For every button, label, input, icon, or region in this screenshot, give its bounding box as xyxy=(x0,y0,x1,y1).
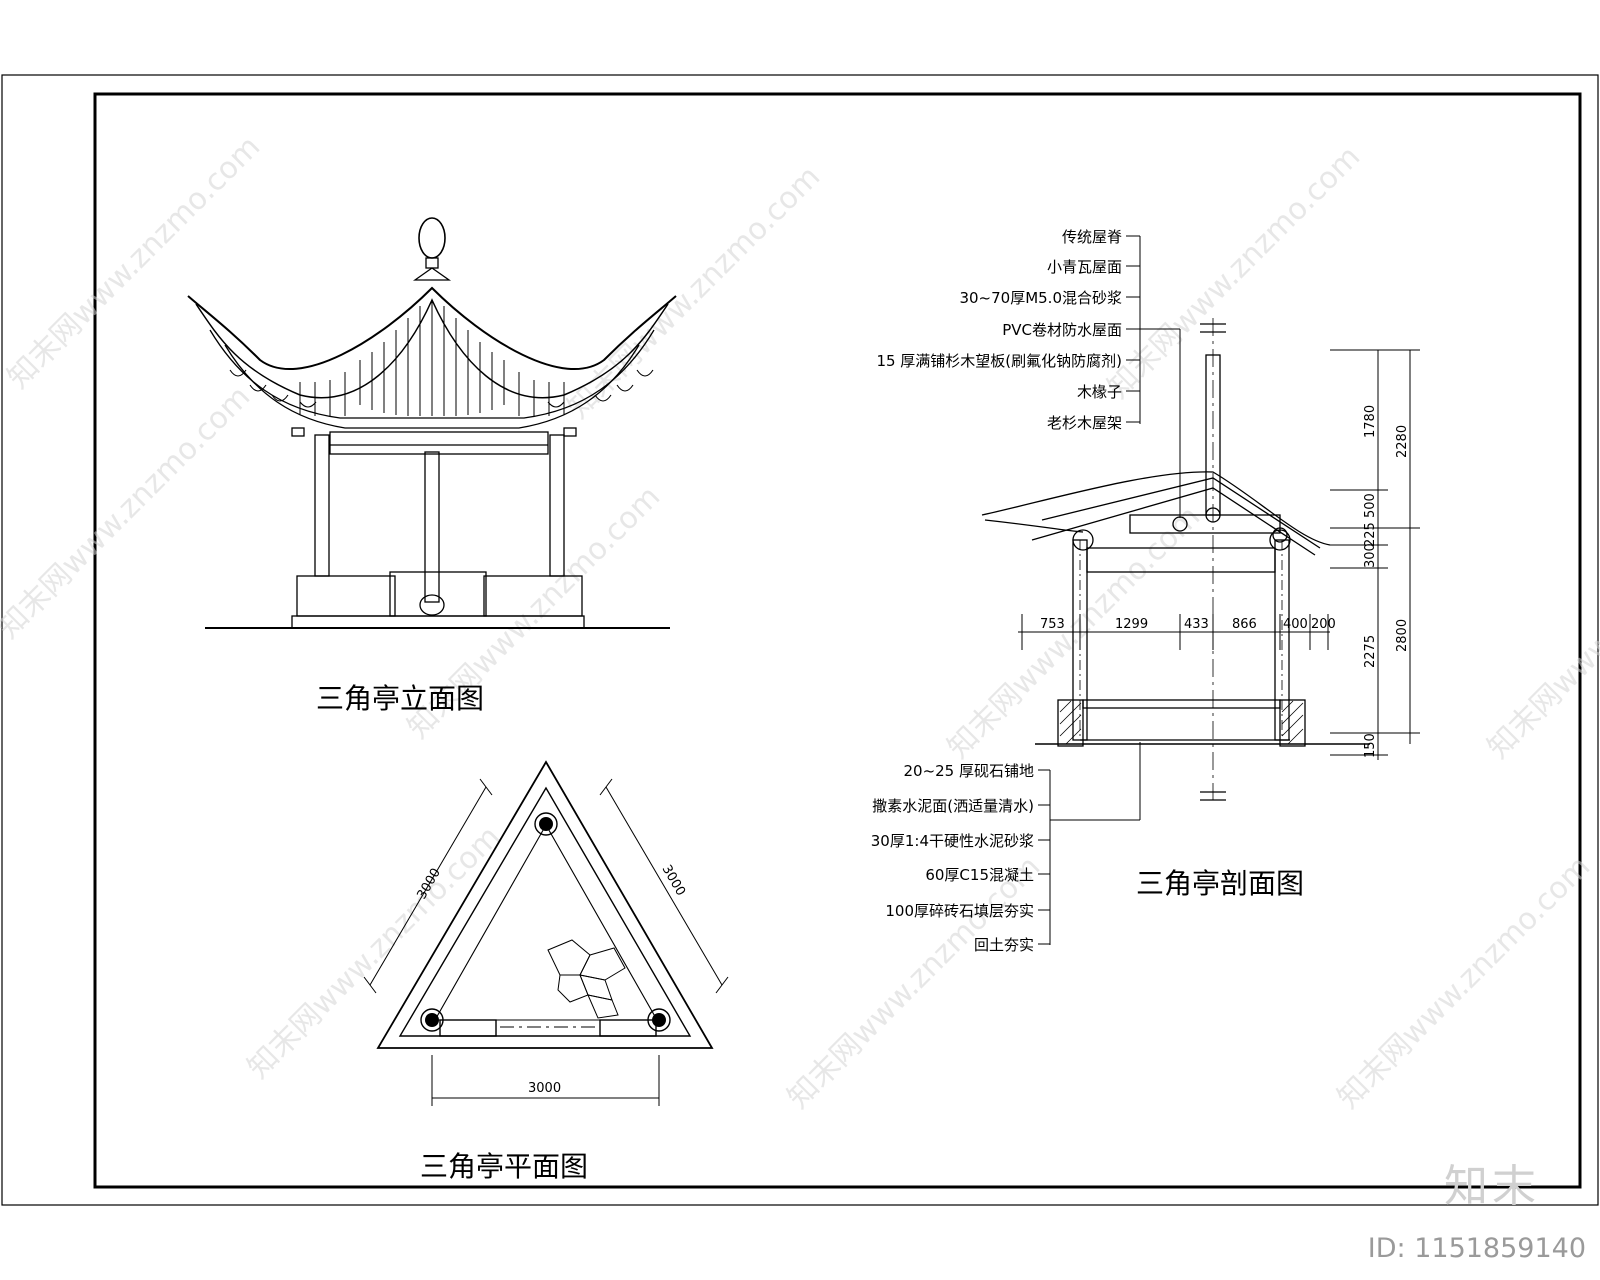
plan-drawing xyxy=(376,760,714,1049)
watermark: 知末网www.znzmo.com xyxy=(0,379,257,645)
plan-title: 三角亭平面图 xyxy=(420,1150,588,1183)
floor-callout: 20~25 厚砚石铺地 xyxy=(903,762,1034,780)
watermark: 知末网www.znzmo.com xyxy=(941,499,1207,765)
section-dim-h: 753 xyxy=(1040,617,1065,632)
image-id-label: ID: 1151859140 xyxy=(1367,1233,1586,1264)
roof-callout: PVC卷材防水屋面 xyxy=(1002,321,1122,339)
watermark: 知末网www.znzmo.com xyxy=(241,819,507,1085)
roof-callout: 15 厚满铺杉木望板(刷氟化钠防腐剂) xyxy=(876,352,1122,370)
section-title: 三角亭剖面图 xyxy=(1136,867,1304,900)
plan-dimensions xyxy=(363,778,729,1106)
section-dim-v: 500 xyxy=(1363,493,1378,518)
section-dim-v: 300 xyxy=(1363,543,1378,568)
roof-callout: 老杉木屋架 xyxy=(1047,414,1122,432)
section-dim-v: 2275 xyxy=(1363,635,1378,668)
elevation-drawing xyxy=(187,217,677,629)
section-leaders xyxy=(1038,235,1181,945)
watermark: 知末网www.znzmo.com xyxy=(561,159,827,425)
roof-callout: 木椽子 xyxy=(1077,383,1122,401)
watermark: 知末网www.znzmo.com xyxy=(781,849,1047,1115)
floor-callout: 回土夯实 xyxy=(974,936,1034,954)
section-dim-v-outer: 2800 xyxy=(1395,619,1410,652)
section-dim-h: 400 xyxy=(1283,617,1308,632)
watermark: 知末网www.znzmo.com xyxy=(1101,139,1367,405)
section-dim-h: 200 xyxy=(1311,617,1336,632)
section-drawing xyxy=(981,318,1370,801)
roof-callout: 小青瓦屋面 xyxy=(1047,258,1122,276)
watermark: 知末网www.znzmo.com xyxy=(1331,849,1597,1115)
roof-callout: 30~70厚M5.0混合砂浆 xyxy=(959,289,1122,307)
floor-callout: 60厚C15混凝土 xyxy=(925,866,1034,884)
section-dim-h: 1299 xyxy=(1115,617,1148,632)
plan-columns-fill xyxy=(425,817,666,1027)
floor-callout: 100厚碎砖石填层夯实 xyxy=(885,902,1034,920)
elevation-title: 三角亭立面图 xyxy=(316,682,484,715)
floor-callout: 30厚1:4干硬性水泥砂浆 xyxy=(871,832,1034,850)
section-dim-v: 150 xyxy=(1363,733,1378,758)
brand-watermark: 知末 xyxy=(1444,1161,1540,1212)
roof-callout: 传统屋脊 xyxy=(1062,228,1122,246)
section-dim-h: 433 xyxy=(1184,617,1209,632)
section-dimensions xyxy=(1018,349,1420,760)
watermarks: 知末网www.znzmo.com 知末网www.znzmo.com 知末网www… xyxy=(0,129,1600,1115)
section-dim-v: 1780 xyxy=(1363,405,1378,438)
section-dim-v: 225 xyxy=(1363,522,1378,547)
sheet-border xyxy=(1,74,1599,1206)
section-dim-h: 866 xyxy=(1232,617,1257,632)
floor-callout: 撒素水泥面(洒适量清水) xyxy=(872,797,1034,815)
plan-dim-bottom: 3000 xyxy=(528,1081,561,1096)
watermark: 知末网www.znzmo.com xyxy=(1481,499,1600,765)
plan-dim-right: 3000 xyxy=(659,863,689,899)
section-dim-v-outer: 2280 xyxy=(1395,425,1410,458)
